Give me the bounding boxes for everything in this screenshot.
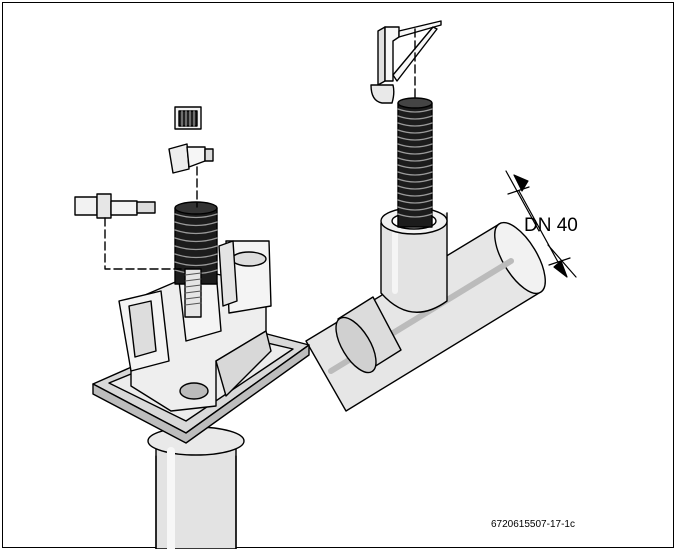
threaded-spigot [184, 268, 202, 318]
figure-id: 6720615507-17-1c [491, 519, 575, 530]
corrugated-hose-left [174, 201, 218, 285]
nozzle-fitting [168, 143, 214, 208]
hose-hook-bracket [370, 20, 442, 104]
corrugated-hose-right [397, 97, 433, 228]
drain-assembly-drawing [74, 20, 577, 549]
dimension-label: DN 40 [524, 215, 578, 236]
siphon-housing [118, 240, 272, 412]
main-drain-pipe [305, 221, 546, 412]
lower-drain-pipe [147, 426, 245, 549]
square-cap [174, 106, 202, 130]
dimension-marker [505, 170, 577, 278]
connector-pin [74, 193, 182, 270]
